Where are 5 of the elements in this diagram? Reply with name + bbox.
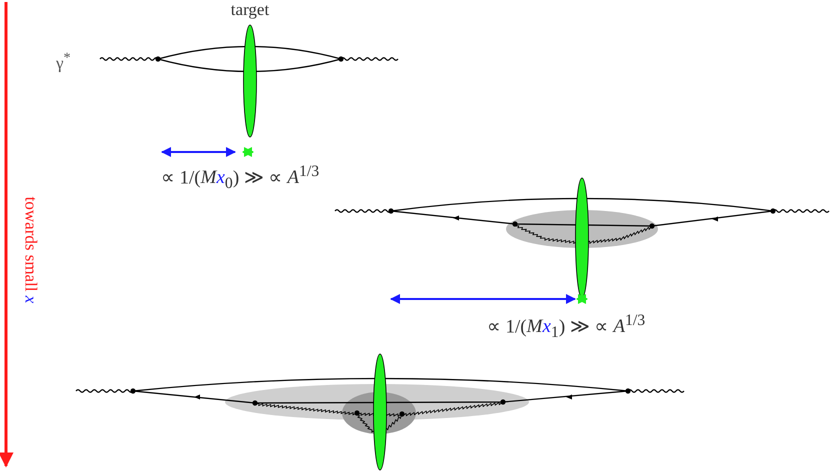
size-formula: ∝ 1/(Mx$_{1}$) ≫ ∝ A$^{1/3}$ [486,312,646,342]
photon-label: γ$^{*}$ [56,51,71,74]
target-label: target [230,1,270,20]
size-formula: ∝ 1/(Mx$_{0}$) ≫ ∝ A$^{1/3}$ [160,163,320,193]
axis-label: towards small x [20,196,40,304]
